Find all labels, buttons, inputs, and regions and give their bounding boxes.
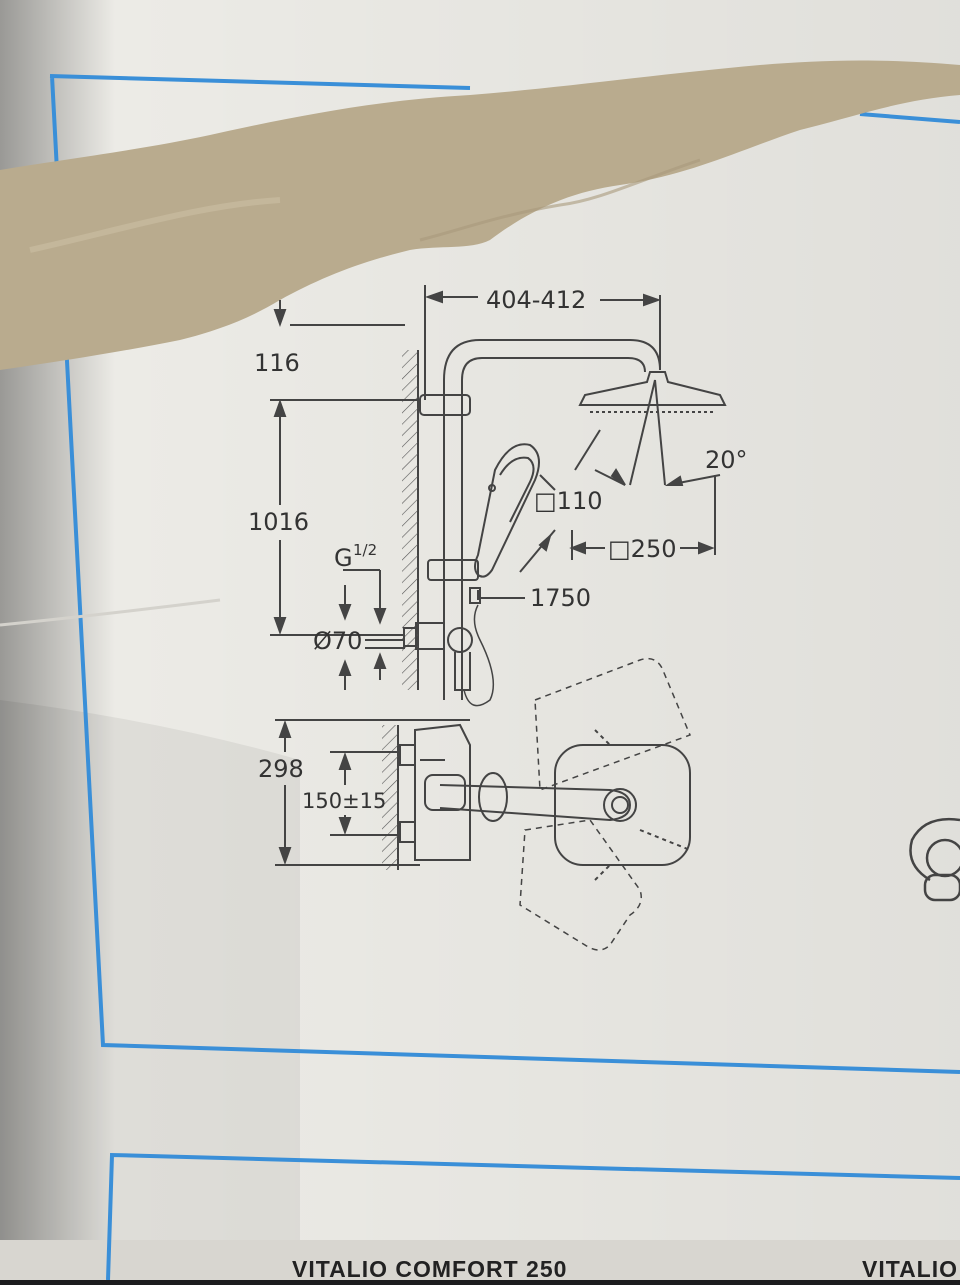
hand-shower xyxy=(474,443,540,578)
dim-diameter: Ø70 xyxy=(313,627,363,655)
dim-top-offset: 116 xyxy=(254,349,300,377)
dim-hose-length: 1750 xyxy=(530,584,592,612)
blue-frame-lower xyxy=(106,1152,960,1281)
product-name-truncated: VITALIO xyxy=(862,1256,959,1282)
dim-mixer-height: 298 xyxy=(258,755,304,783)
dim-thread-fraction: 1/2 xyxy=(353,541,378,559)
dim-head-size: □250 xyxy=(608,535,677,563)
dim-mixer-spacing: 150±15 xyxy=(302,789,387,813)
blue-frame xyxy=(49,74,960,1074)
dim-thread: G xyxy=(334,544,353,572)
dim-height: 1016 xyxy=(248,508,310,536)
partial-product-icon xyxy=(909,817,960,902)
dim-angle: 20° xyxy=(705,446,748,474)
shower-head xyxy=(578,371,727,406)
product-name: VITALIO COMFORT 250 xyxy=(292,1256,568,1282)
dim-width-range: 404-412 xyxy=(486,286,587,314)
dim-hand-shower-size: □110 xyxy=(534,487,603,515)
torn-paper-patch xyxy=(0,60,960,370)
